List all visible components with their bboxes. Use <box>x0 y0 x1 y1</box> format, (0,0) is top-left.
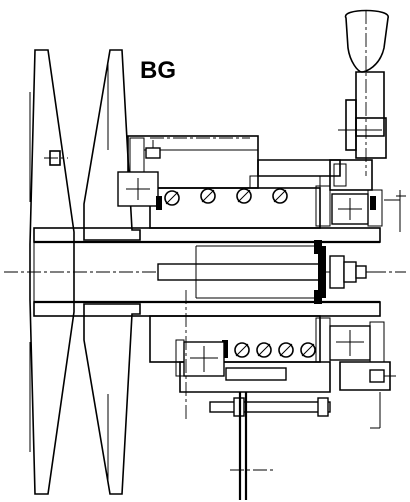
upper-left-bearing <box>117 171 162 210</box>
lower-bolt-assembly <box>185 290 331 500</box>
upper-spring-housing <box>127 135 341 229</box>
outer-pulley-flange <box>29 49 75 495</box>
lower-spring-housing <box>149 315 331 393</box>
inner-pulley-flange <box>83 49 141 495</box>
drawing-label: BG <box>140 57 176 84</box>
lower-left-bearing <box>175 339 225 377</box>
lower-right-bearing <box>314 290 396 391</box>
right-bracket <box>370 195 406 429</box>
upper-right-bearing <box>314 185 383 254</box>
center-bolt <box>157 245 374 299</box>
control-lever <box>329 9 401 232</box>
